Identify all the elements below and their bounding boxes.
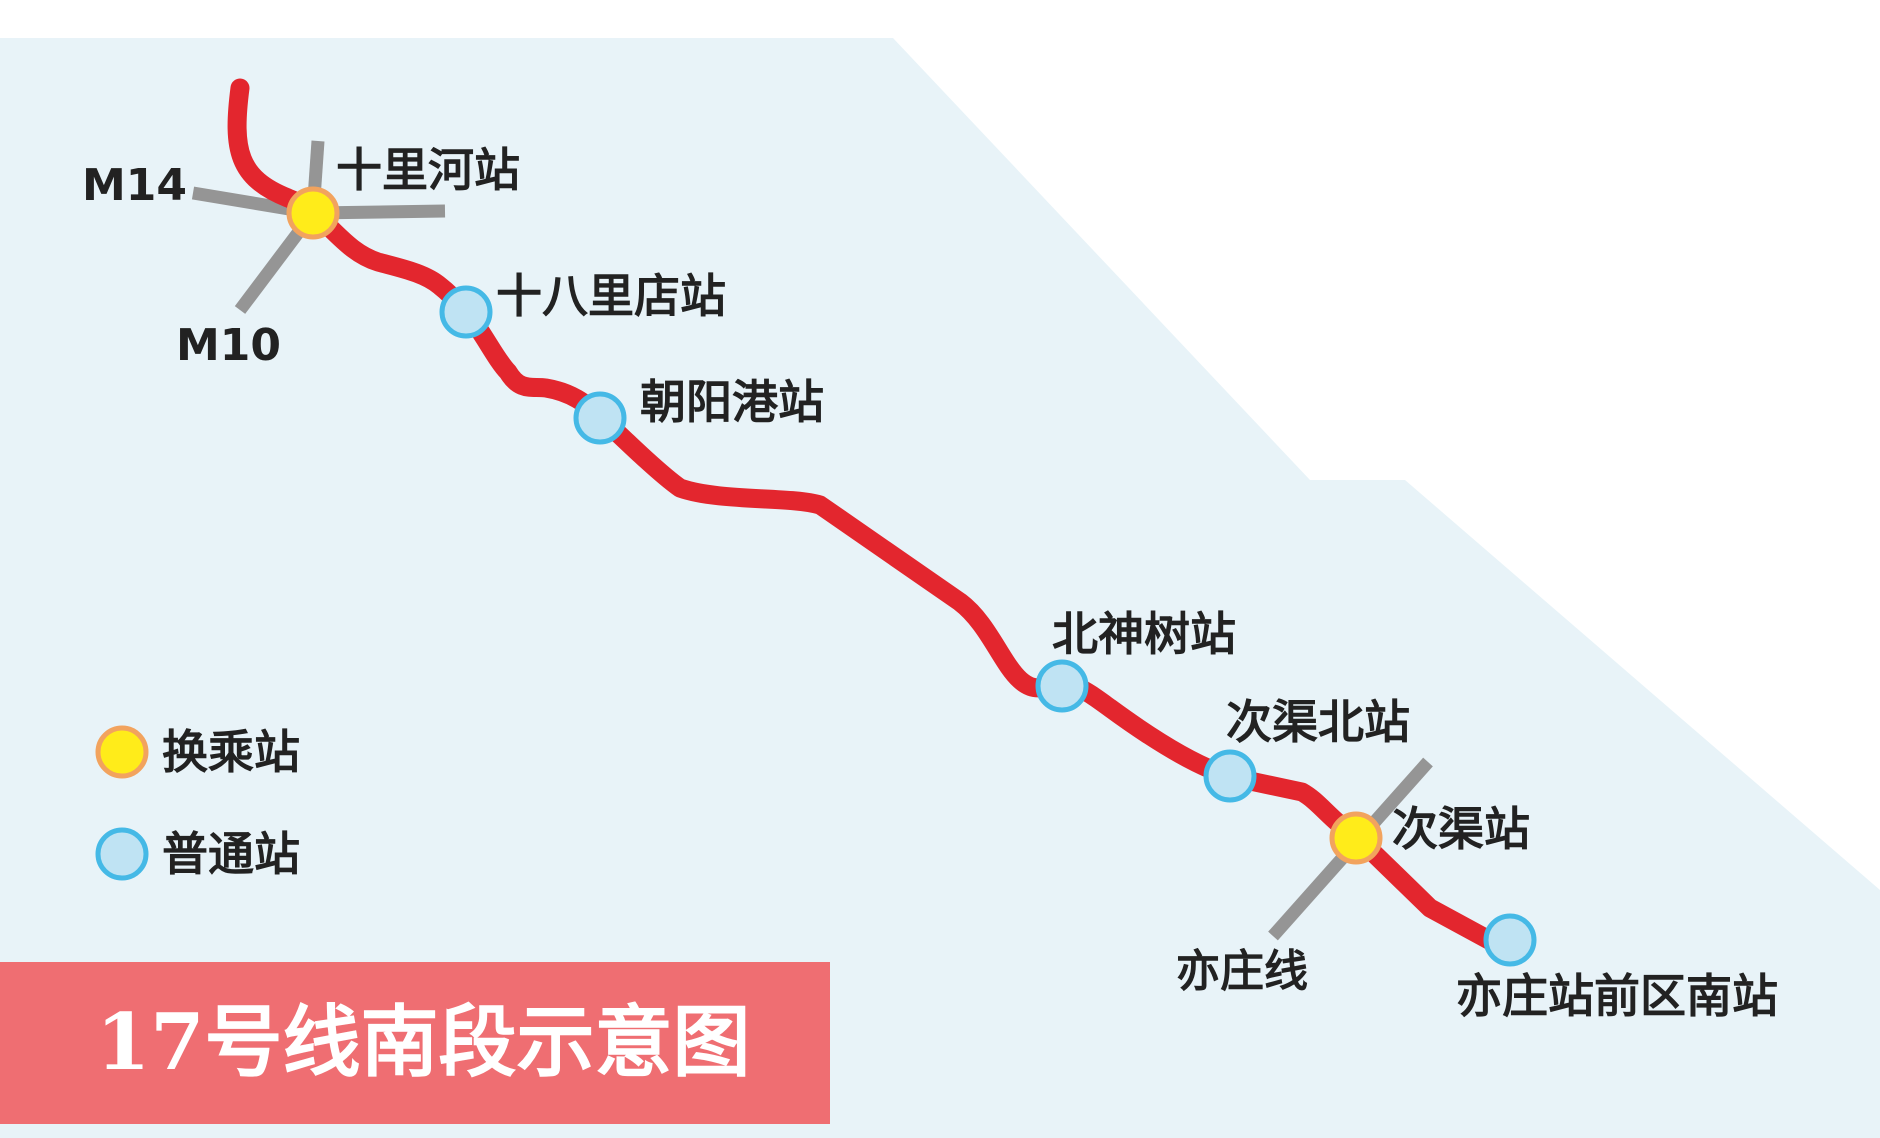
map-title: 17号线南段示意图 xyxy=(96,997,751,1088)
line-label-yizhuang: 亦庄线 xyxy=(1176,946,1308,997)
station-marker-ciqubei[interactable] xyxy=(1203,749,1257,803)
station-labels: 十里河站 十八里店站 朝阳港站 北神树站 次渠北站 次渠站 亦庄站前区南站 xyxy=(336,143,1778,1023)
line-labels: M14 M10 亦庄线 xyxy=(82,160,1308,997)
legend-interchange-label: 换乘站 xyxy=(162,725,300,779)
station-label-yizhuangzhanqianqunan: 亦庄站前区南站 xyxy=(1456,969,1778,1023)
line-label-m10: M10 xyxy=(176,320,281,371)
station-marker-yizhuangzhanqianqunan[interactable] xyxy=(1483,913,1537,967)
station-label-ciqu: 次渠站 xyxy=(1392,802,1530,856)
station-marker-shilihe[interactable] xyxy=(286,186,340,240)
title-banner: 17号线南段示意图 xyxy=(0,962,830,1124)
legend-regular-marker xyxy=(95,827,149,881)
line-label-m14: M14 xyxy=(82,160,187,211)
station-marker-beishenshu[interactable] xyxy=(1035,659,1089,713)
station-label-shibalidian: 十八里店站 xyxy=(496,269,726,323)
legend: 换乘站 普通站 xyxy=(95,725,300,881)
station-label-chaoyanggang: 朝阳港站 xyxy=(640,375,824,429)
station-label-shilihe: 十里河站 xyxy=(336,143,520,197)
station-label-ciqubei: 次渠北站 xyxy=(1226,695,1410,749)
legend-regular-label: 普通站 xyxy=(162,827,300,881)
station-marker-shibalidian[interactable] xyxy=(439,285,493,339)
legend-interchange-marker xyxy=(95,725,149,779)
station-label-beishenshu: 北神树站 xyxy=(1052,607,1236,661)
station-markers xyxy=(286,186,1537,967)
station-marker-chaoyanggang[interactable] xyxy=(573,391,627,445)
station-marker-ciqu[interactable] xyxy=(1329,811,1383,865)
